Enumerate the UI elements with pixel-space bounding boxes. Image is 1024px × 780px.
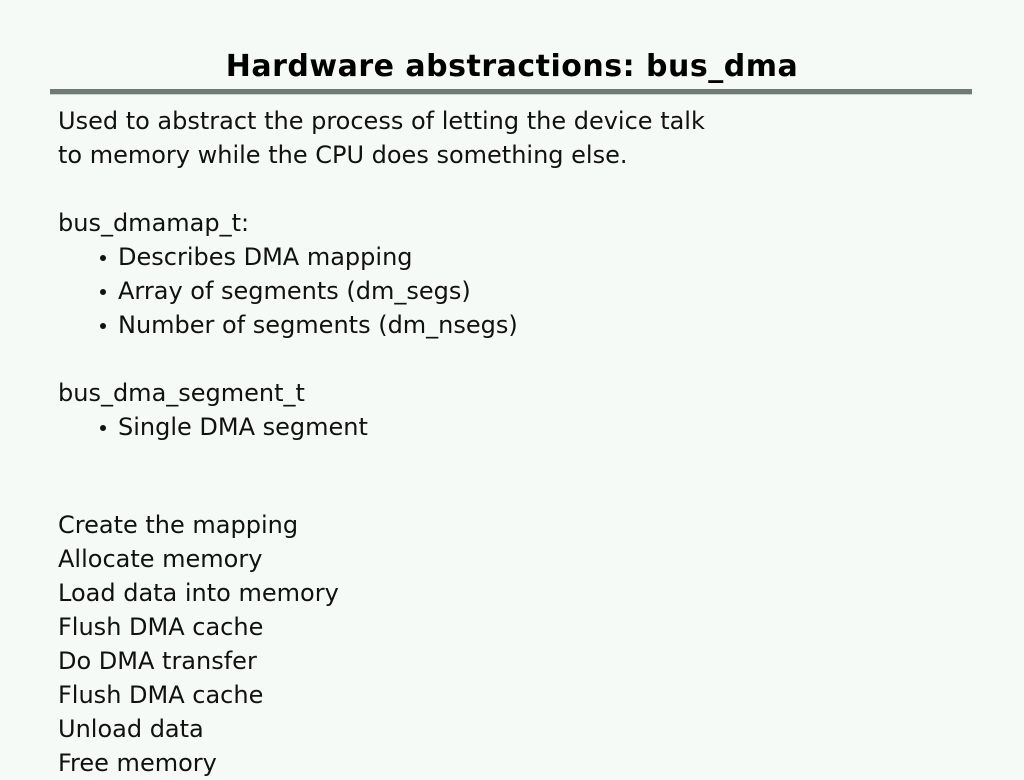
struct-block-dma-segment: bus_dma_segment_t Single DMA segment	[58, 376, 988, 444]
title-divider	[50, 89, 972, 95]
struct-name: bus_dmamap_t:	[58, 209, 250, 237]
dma-steps-list: Create the mapping Allocate memory Load …	[58, 508, 988, 780]
list-item: Do DMA transfer	[58, 647, 257, 675]
struct-bullet-list: Describes DMA mapping Array of segments …	[58, 240, 988, 342]
intro-paragraph: Used to abstract the process of letting …	[58, 104, 988, 172]
list-item: Flush DMA cache	[58, 613, 264, 641]
intro-line: to memory while the CPU does something e…	[58, 141, 628, 169]
list-item: Free memory	[58, 749, 217, 777]
list-item: Allocate memory	[58, 545, 263, 573]
list-item: Unload data	[58, 715, 204, 743]
list-item-label: Array of segments (dm_segs)	[118, 277, 471, 305]
list-item: Flush DMA cache	[58, 681, 264, 709]
list-item: Load data into memory	[58, 579, 339, 607]
struct-name: bus_dma_segment_t	[58, 379, 305, 407]
bullet-dot-icon	[100, 255, 106, 261]
list-item-label: Single DMA segment	[118, 413, 368, 441]
spacer	[58, 478, 988, 508]
page-title: Hardware abstractions: bus_dma	[225, 49, 799, 84]
list-item-label: Number of segments (dm_nsegs)	[118, 311, 518, 339]
bullet-dot-icon	[100, 425, 106, 431]
struct-block-dmamap: bus_dmamap_t: Describes DMA mapping Arra…	[58, 206, 988, 342]
spacer	[58, 444, 988, 478]
list-item: Number of segments (dm_nsegs)	[58, 308, 988, 342]
bullet-dot-icon	[100, 323, 106, 329]
list-item: Create the mapping	[58, 511, 299, 539]
struct-bullet-list: Single DMA segment	[58, 410, 988, 444]
list-item: Array of segments (dm_segs)	[58, 274, 988, 308]
slide-body: Used to abstract the process of letting …	[58, 104, 988, 780]
bullet-dot-icon	[100, 289, 106, 295]
spacer	[58, 342, 988, 376]
spacer	[58, 172, 988, 206]
intro-line: Used to abstract the process of letting …	[58, 107, 705, 135]
list-item: Single DMA segment	[58, 410, 988, 444]
list-item: Describes DMA mapping	[58, 240, 988, 274]
list-item-label: Describes DMA mapping	[118, 243, 413, 271]
